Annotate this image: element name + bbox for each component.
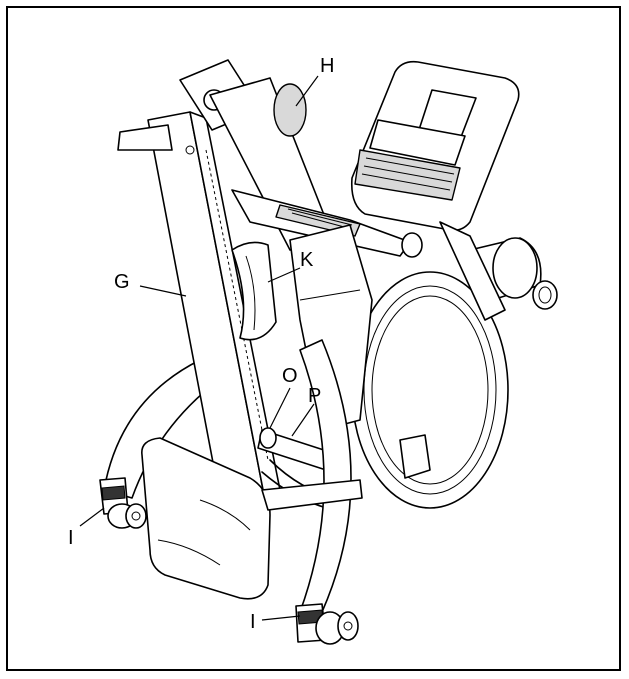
leader-h xyxy=(295,75,319,107)
label-p: P xyxy=(308,385,322,407)
left-base-leg xyxy=(99,359,231,529)
leader-g xyxy=(139,285,187,297)
label-i-right: I xyxy=(250,611,256,633)
seat-pad xyxy=(141,437,271,600)
leader-k xyxy=(267,267,301,283)
leader-i-right xyxy=(261,615,301,621)
console-display xyxy=(350,60,520,232)
label-h: H xyxy=(320,55,335,77)
label-g: G xyxy=(114,271,130,293)
frame-plate xyxy=(289,224,373,431)
base-crossbar xyxy=(261,479,363,511)
right-front-leg xyxy=(295,339,359,645)
rear-bracket xyxy=(399,434,431,479)
label-k: K xyxy=(300,249,314,271)
console-mast xyxy=(439,221,506,321)
leader-o xyxy=(269,387,291,429)
leader-p xyxy=(291,403,315,437)
leader-i-left xyxy=(79,507,105,527)
label-o: O xyxy=(282,365,298,387)
label-i-left: I xyxy=(68,527,74,549)
grip-handle xyxy=(231,241,277,341)
